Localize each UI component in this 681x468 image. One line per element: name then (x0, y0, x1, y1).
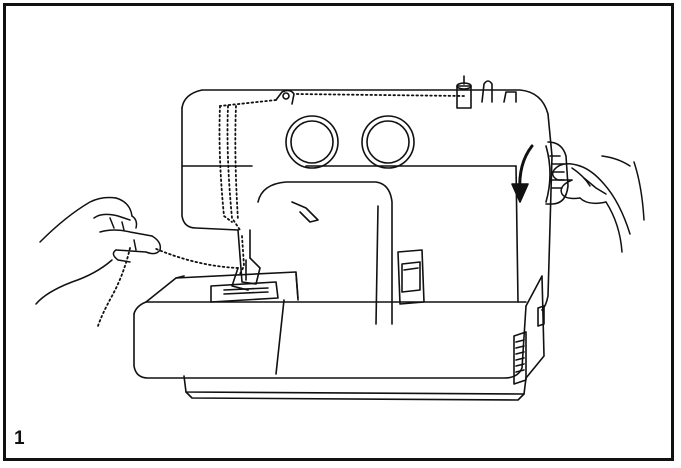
sewing-machine-illustration (35, 75, 645, 401)
right-hand-icon (551, 155, 645, 253)
left-hand-icon (35, 196, 162, 305)
thread-path (97, 93, 465, 327)
bobbin-winder (481, 80, 517, 103)
thread-spool-icon (456, 75, 472, 109)
machine-arm (181, 89, 553, 325)
needle-assembly (231, 229, 261, 291)
machine-base (133, 271, 545, 401)
figure-frame: 1 (3, 3, 674, 461)
thread-guide (275, 89, 295, 105)
handwheel (545, 141, 569, 205)
figure-number: 1 (14, 428, 25, 449)
handwheel-arrow-icon (511, 144, 534, 203)
control-dials (285, 115, 415, 169)
